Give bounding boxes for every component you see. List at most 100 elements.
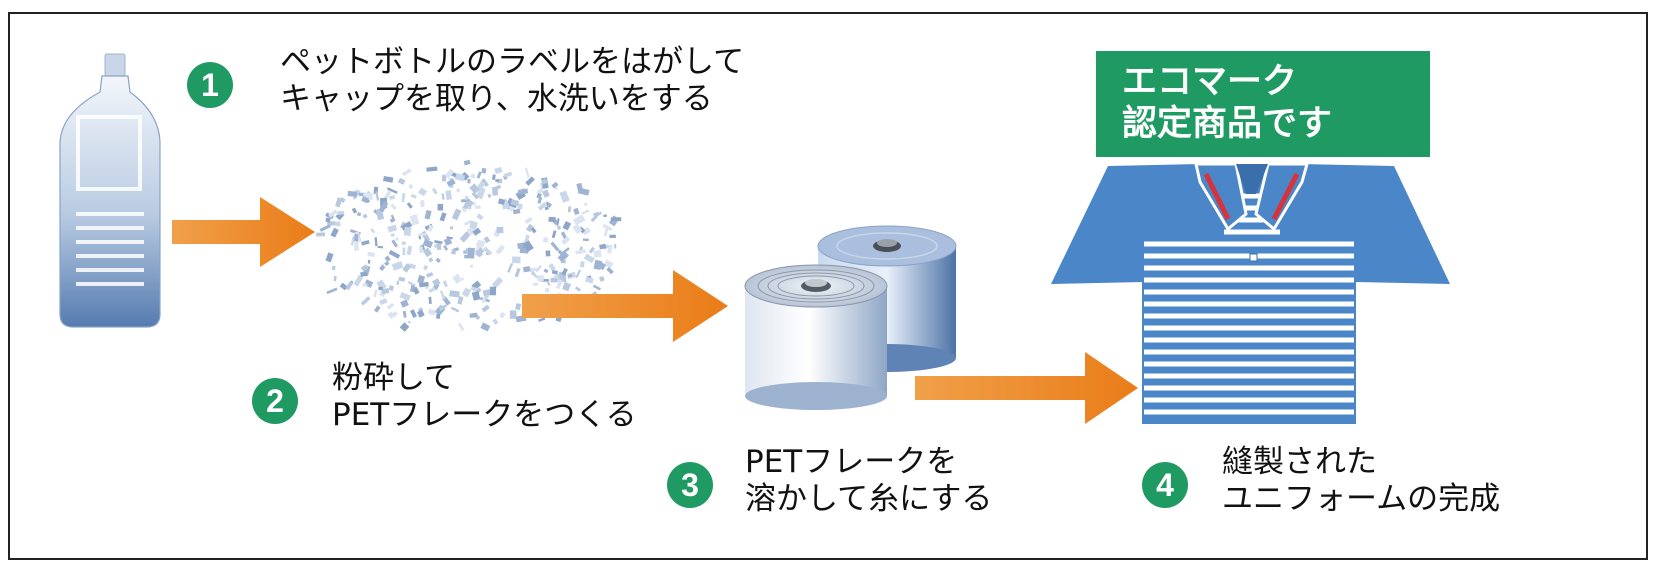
pet-flake [537, 201, 548, 211]
eco-mark-label: エコマーク 認定商品です [1096, 51, 1430, 157]
pet-flake [494, 166, 503, 175]
pet-flake [461, 287, 472, 298]
pet-flake [583, 202, 588, 207]
pet-flake [397, 177, 406, 185]
pet-flake [451, 208, 462, 221]
pet-flake [606, 266, 614, 275]
pet-flake [597, 261, 607, 271]
pet-flake [426, 166, 438, 172]
pet-flake [557, 249, 563, 255]
step-4-caption: 縫製された ユニフォームの完成 [1222, 444, 1500, 518]
pet-flake [432, 278, 441, 287]
pet-flake [353, 242, 359, 251]
pet-flake [443, 237, 453, 246]
pet-flake [383, 175, 394, 183]
pet-flake [360, 264, 369, 272]
pet-flake [394, 236, 400, 242]
pet-flake [435, 257, 441, 263]
pet-flake [422, 264, 429, 271]
pet-flake [476, 171, 482, 179]
pet-flake [330, 227, 339, 238]
pet-flake [386, 302, 395, 310]
pet-flake [390, 233, 395, 237]
pet-flake [396, 280, 400, 285]
step-2-number-badge: 2 [252, 378, 298, 424]
pet-flake [551, 230, 557, 239]
pet-flake [419, 281, 429, 288]
pet-flake [398, 276, 406, 282]
pet-flake [523, 234, 530, 244]
pet-flake [431, 187, 438, 195]
pet-flake [328, 209, 338, 218]
pet-flake [581, 209, 590, 215]
pet-flake [402, 263, 412, 273]
pet-flake [530, 271, 539, 279]
pet-flake [483, 246, 493, 256]
pet-flake [470, 173, 476, 179]
pet-flake [351, 207, 358, 214]
pet-flake [375, 191, 380, 201]
pet-flake [457, 322, 465, 332]
pet-flake [402, 247, 406, 256]
pet-flake [472, 227, 482, 236]
pet-flake [557, 225, 561, 230]
step-2-caption-line-2: PETフレークをつくる [332, 397, 637, 433]
pet-flake [542, 237, 549, 243]
pet-flake [525, 223, 534, 233]
pet-flake [543, 268, 549, 274]
pet-flake [562, 281, 571, 292]
pet-flake [376, 279, 387, 291]
pet-flake [544, 201, 552, 208]
pet-flake [444, 168, 455, 179]
pet-flake [493, 184, 502, 191]
pet-flake [610, 217, 622, 222]
pet-flake [592, 284, 601, 291]
pet-flake [567, 206, 572, 213]
pet-flake [427, 224, 433, 232]
pet-flake [527, 177, 535, 184]
pet-flake [579, 261, 585, 268]
pet-flake [510, 199, 520, 207]
pet-flake [410, 193, 417, 199]
pet-flake [581, 226, 591, 236]
pet-flake [496, 226, 504, 234]
step-4-caption-line-2: ユニフォームの完成 [1222, 481, 1501, 517]
pet-flake [609, 234, 616, 239]
pet-flake [335, 197, 343, 208]
pet-flake [474, 247, 485, 258]
pet-flake [439, 212, 447, 222]
pet-flake [575, 286, 581, 292]
pet-flake [481, 178, 489, 187]
pet-flake [464, 195, 469, 201]
pet-flake [595, 211, 603, 217]
step-3-caption-line-2: 溶かして糸にする [745, 481, 993, 517]
pet-flake [593, 249, 602, 258]
pet-flake [401, 193, 406, 203]
pet-flake [353, 274, 364, 287]
pet-flake [408, 184, 414, 189]
pet-flake [427, 308, 436, 316]
pet-flake [410, 309, 418, 318]
pet-flake [583, 253, 595, 264]
pet-bottle-icon [59, 53, 161, 328]
yarn-spool-icon [744, 225, 957, 410]
pet-flake [443, 245, 449, 251]
pet-flake [476, 180, 486, 191]
eco-mark-label-line-1: エコマーク [1122, 62, 1298, 102]
pet-flake [409, 214, 420, 226]
arrow-right-icon [522, 270, 728, 342]
pet-flake [575, 249, 586, 255]
pet-flake [503, 171, 513, 178]
pet-flake [417, 274, 426, 284]
pet-flake [334, 221, 341, 227]
pet-flake [557, 251, 569, 263]
pet-flake [409, 285, 416, 293]
step-4-number-badge: 4 [1142, 462, 1188, 508]
pet-flake [402, 310, 407, 318]
polo-shirt-icon [1051, 162, 1450, 424]
pet-flake [461, 206, 467, 213]
pet-flake [467, 247, 475, 259]
pet-flake [361, 196, 369, 204]
pet-flake [514, 267, 521, 278]
pet-flake [438, 304, 448, 310]
